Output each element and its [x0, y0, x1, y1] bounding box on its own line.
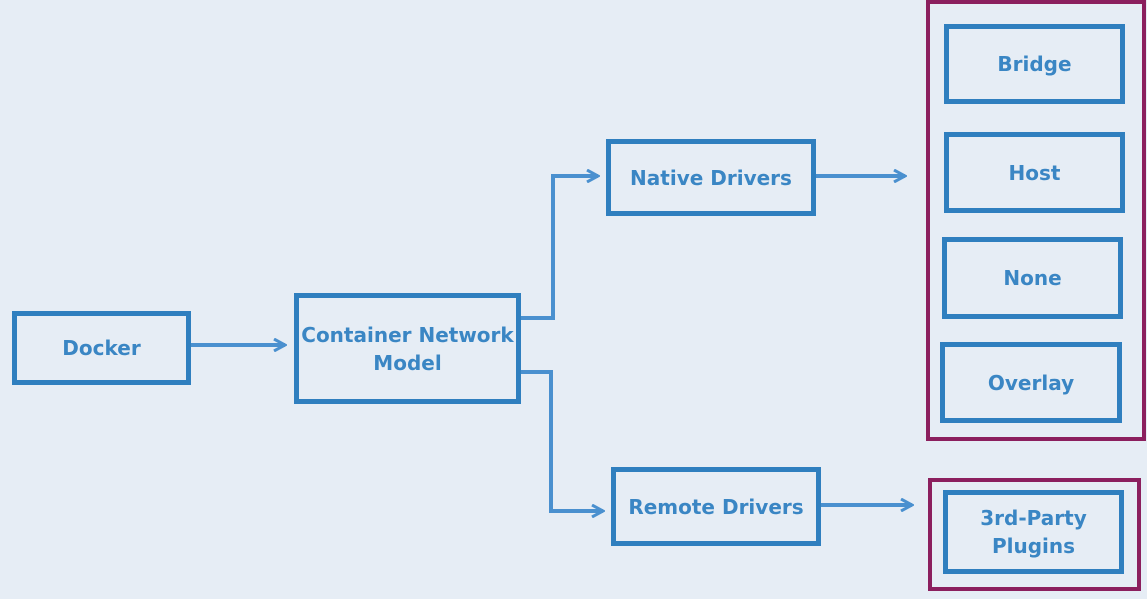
bridge-label: Bridge	[997, 52, 1072, 76]
remote-drivers-node: Remote Drivers	[611, 467, 821, 546]
container-network-model-node: Container Network Model	[294, 293, 521, 404]
cnm-label: Container Network Model	[301, 321, 513, 377]
overlay-node: Overlay	[940, 342, 1122, 423]
third-party-plugins-node: 3rd-Party Plugins	[943, 490, 1124, 574]
arrow-cnm-to-native	[521, 176, 598, 320]
host-node: Host	[944, 132, 1125, 213]
builtin-drivers-group	[926, 0, 1146, 441]
native-drivers-node: Native Drivers	[606, 139, 816, 216]
plugins-label-line1: 3rd-Party	[980, 506, 1087, 530]
host-label: Host	[1008, 160, 1061, 185]
plugins-label-line2: Plugins	[991, 534, 1076, 558]
docker-label: Docker	[62, 336, 141, 360]
cnm-label-line2: Model	[373, 350, 442, 375]
bridge-node: Bridge	[944, 24, 1125, 104]
plugins-group	[928, 478, 1141, 591]
cnm-label-line1: Container Network	[301, 322, 514, 347]
overlay-label: Overlay	[987, 370, 1075, 395]
native-drivers-label: Native Drivers	[630, 165, 792, 190]
plugins-label: 3rd-Party Plugins	[980, 504, 1086, 560]
docker-node: Docker	[12, 311, 191, 385]
remote-drivers-label: Remote Drivers	[628, 494, 804, 519]
none-label: None	[1003, 266, 1062, 290]
none-node: None	[942, 237, 1123, 319]
arrow-cnm-to-remote	[521, 370, 603, 511]
